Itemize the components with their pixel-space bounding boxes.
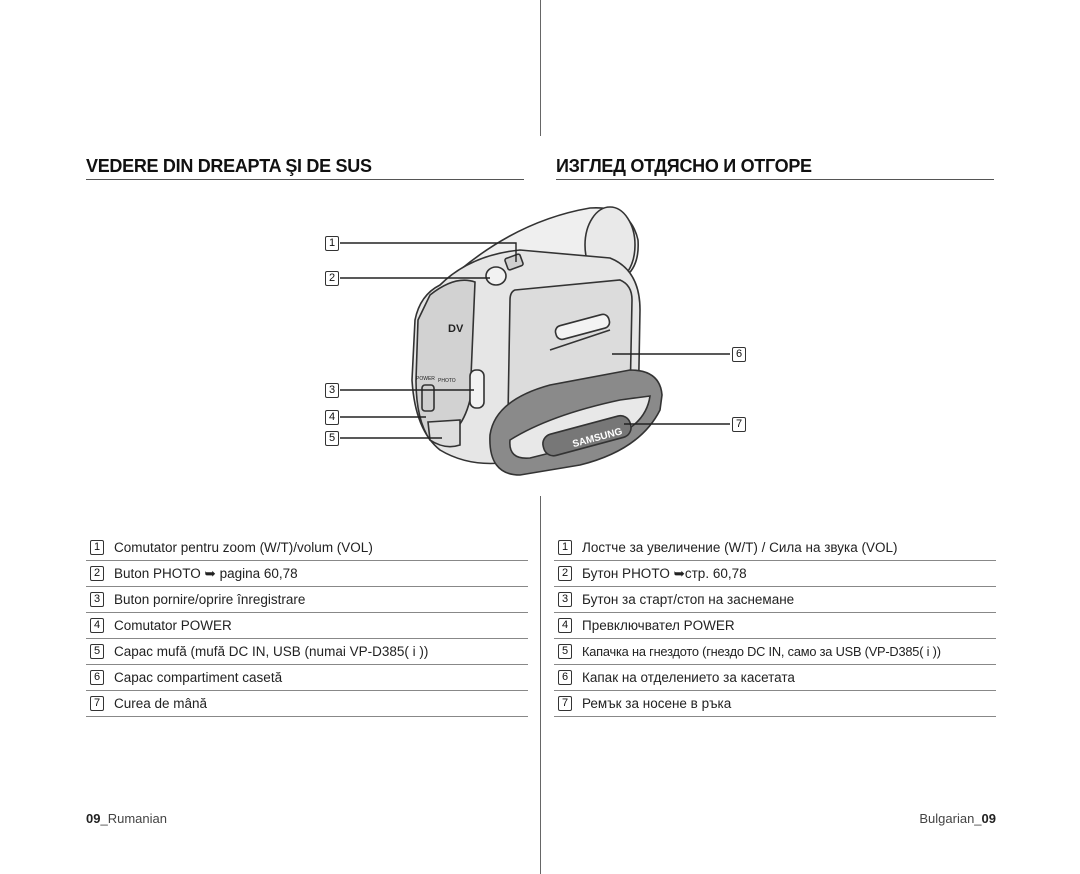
- power-label: POWER: [416, 376, 435, 382]
- right-parts-list: 1 Лостче за увеличение (W/T) / Сила на зв…: [554, 535, 996, 717]
- item-label: Капачка на гнездото (гнездо DC IN, само …: [582, 644, 941, 659]
- list-item: 5 Capac mufă (mufă DC IN, USB (numai VP-D…: [86, 639, 528, 665]
- item-label: Capac compartiment casetă: [114, 670, 283, 685]
- item-label: Лостче за увеличение (W/T) / Сила на зву…: [582, 540, 898, 555]
- list-item: 7 Curea de mână: [86, 691, 528, 717]
- camcorder-illustration: SAMSUNG DV PHOTO POWER: [411, 206, 663, 476]
- list-item: 6 Capac compartiment casetă: [86, 665, 528, 691]
- item-label: Бутон за старт/стоп на заснемане: [582, 592, 795, 607]
- item-label: Comutator POWER: [114, 618, 232, 633]
- left-page-number: 09: [86, 811, 101, 826]
- callout-7: 7: [732, 417, 746, 432]
- item-label: Бутон PHOTO ➥стр. 60,78: [582, 565, 747, 581]
- callout-3: 3: [325, 383, 339, 398]
- item-label: Капак на отделението за касетата: [582, 670, 795, 685]
- jack-cover-shape: [427, 419, 461, 448]
- list-item: 3 Бутон за старт/стоп на заснемане: [554, 587, 996, 613]
- callout-1: 1: [325, 236, 339, 251]
- list-item: 1 Comutator pentru zoom (W/T)/volum (VOL): [86, 535, 528, 561]
- callout-2: 2: [325, 271, 339, 286]
- item-number: 5: [558, 644, 572, 659]
- left-language-label: _Rumanian: [100, 811, 167, 826]
- item-label: Ремък за носене в ръка: [582, 696, 732, 711]
- item-number: 5: [90, 644, 104, 659]
- list-item: 7 Ремък за носене в ръка: [554, 691, 996, 717]
- left-heading: VEDERE DIN DREAPTA ŞI DE SUS: [86, 156, 524, 180]
- item-label: Capac mufă (mufă DC IN, USB (numai VP-D3…: [114, 644, 429, 659]
- list-item: 6 Капак на отделението за касетата: [554, 665, 996, 691]
- item-number: 3: [90, 592, 104, 607]
- left-parts-list: 1 Comutator pentru zoom (W/T)/volum (VOL)…: [86, 535, 528, 717]
- item-number: 7: [90, 696, 104, 711]
- item-number: 6: [558, 670, 572, 685]
- item-number: 7: [558, 696, 572, 711]
- item-label: Превключвател POWER: [582, 618, 735, 633]
- item-number: 2: [558, 566, 572, 581]
- item-label: Curea de mână: [114, 696, 208, 711]
- top-divider: [540, 0, 541, 136]
- list-item: 4 Comutator POWER: [86, 613, 528, 639]
- left-page-footer: 09_Rumanian: [86, 811, 167, 826]
- list-item: 3 Buton pornire/oprire înregistrare: [86, 587, 528, 613]
- item-label: Comutator pentru zoom (W/T)/volum (VOL): [114, 540, 373, 555]
- item-number: 4: [90, 618, 104, 633]
- list-item: 4 Превключвател POWER: [554, 613, 996, 639]
- callout-5: 5: [325, 431, 339, 446]
- list-item: 5 Капачка на гнездото (гнездо DC IN, само…: [554, 639, 996, 665]
- callout-4: 4: [325, 410, 339, 425]
- list-item: 1 Лостче за увеличение (W/T) / Сила на зв…: [554, 535, 996, 561]
- item-number: 6: [90, 670, 104, 685]
- callout-6: 6: [732, 347, 746, 362]
- list-item: 2 Buton PHOTO ➥ pagina 60,78: [86, 561, 528, 587]
- photo-label: PHOTO: [438, 378, 456, 384]
- bottom-divider: [540, 496, 541, 874]
- item-label: Buton pornire/oprire înregistrare: [114, 592, 306, 607]
- right-language-label: Bulgarian_: [919, 811, 982, 826]
- item-number: 1: [90, 540, 104, 555]
- right-page-number: 09: [981, 811, 996, 826]
- item-number: 2: [90, 566, 104, 581]
- item-number: 3: [558, 592, 572, 607]
- list-item: 2 Бутон PHOTO ➥стр. 60,78: [554, 561, 996, 587]
- record-button-shape: [469, 369, 485, 409]
- item-number: 1: [558, 540, 572, 555]
- right-page-footer: Bulgarian_09: [919, 811, 996, 826]
- dv-label: DV: [448, 323, 464, 335]
- power-switch-shape: [421, 384, 435, 412]
- photo-button-shape: [485, 266, 507, 286]
- right-heading: ИЗГЛЕД ОТДЯСНО И ОТГОРЕ: [556, 156, 994, 180]
- item-label: Buton PHOTO ➥ pagina 60,78: [114, 565, 298, 581]
- item-number: 4: [558, 618, 572, 633]
